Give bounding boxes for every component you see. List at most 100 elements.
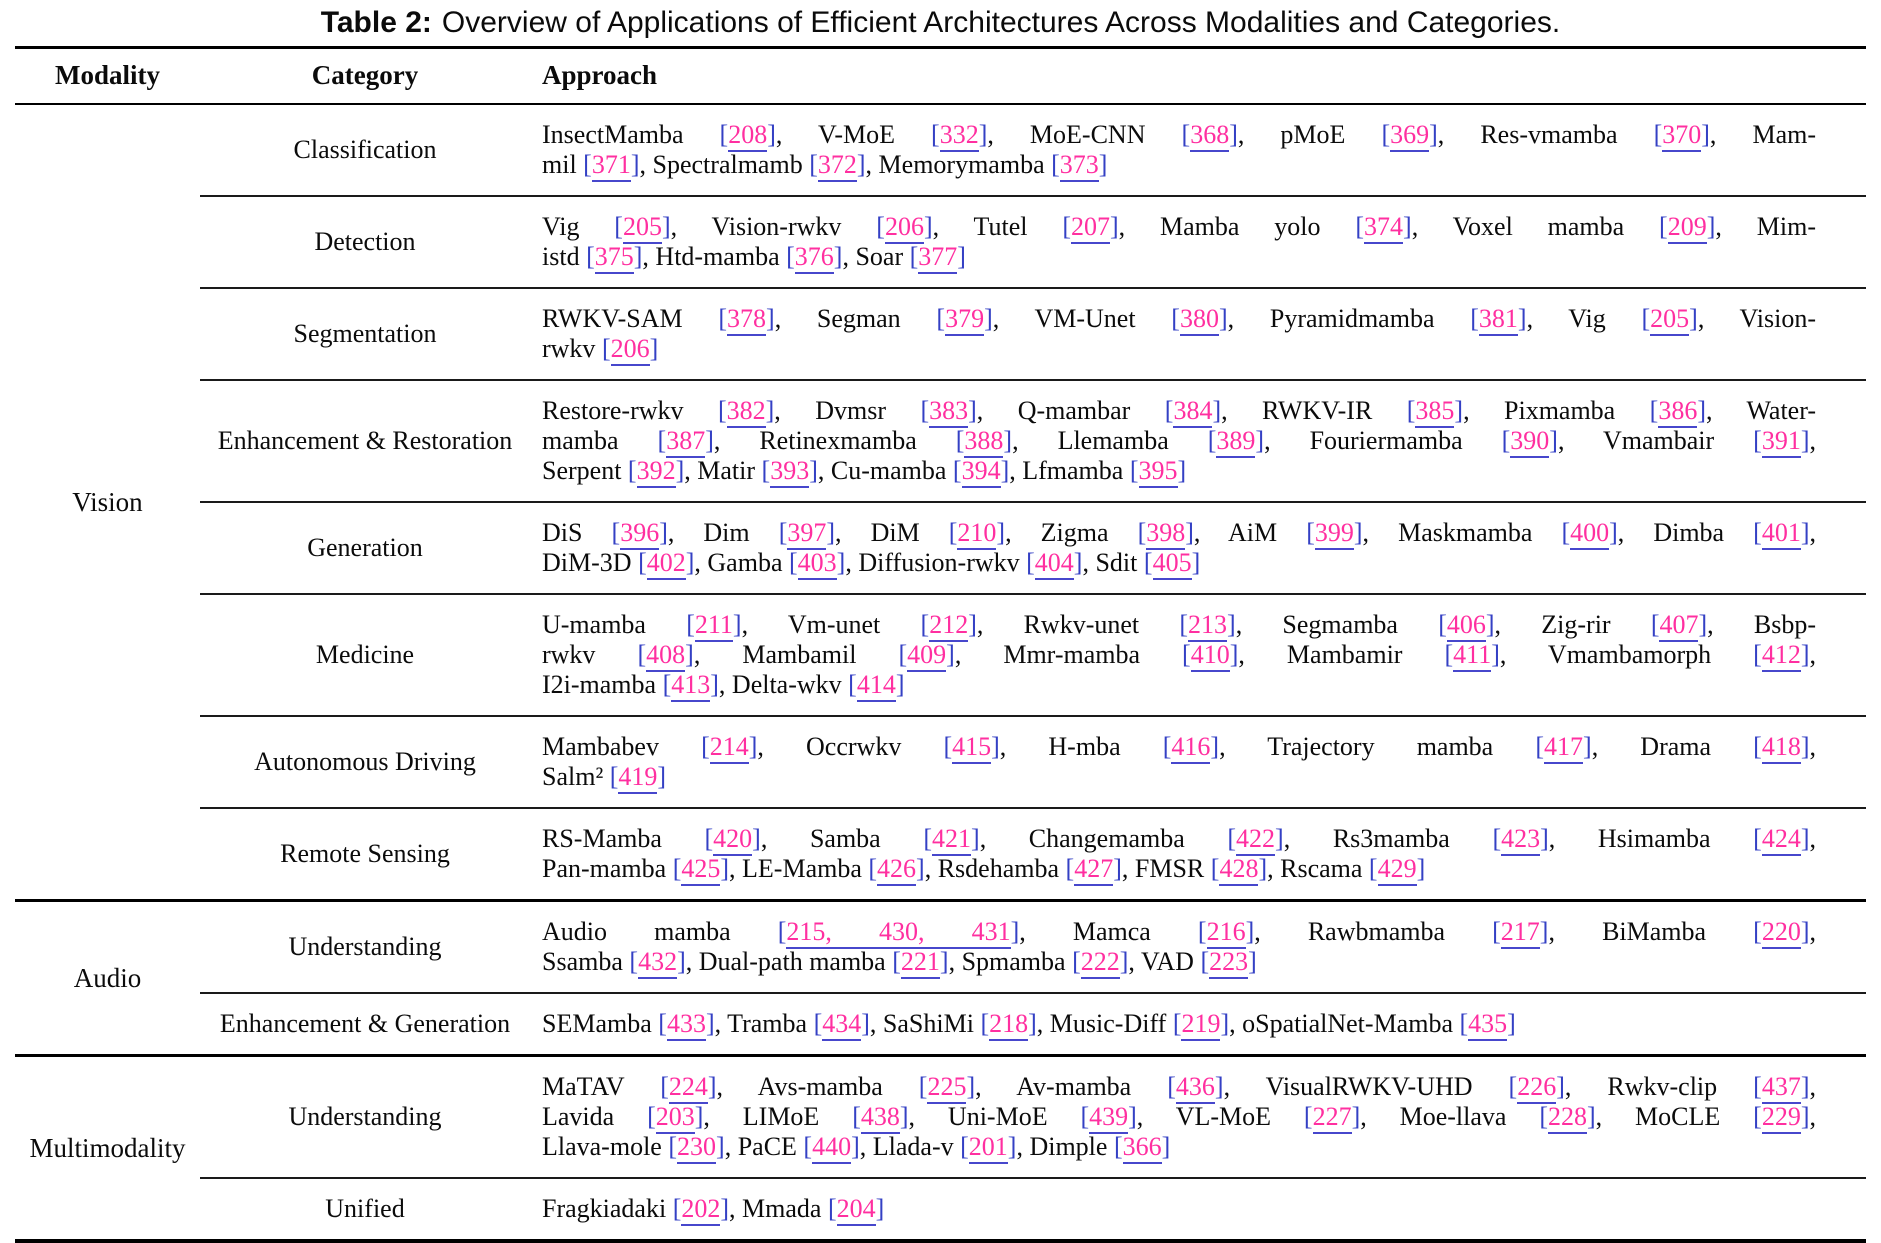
citation-bracket[interactable]: ] xyxy=(833,242,843,271)
citation-number[interactable]: 412 xyxy=(1761,640,1801,672)
citation-bracket[interactable]: [ xyxy=(662,670,672,699)
citation-bracket[interactable]: ] xyxy=(1212,396,1222,425)
citation-bracket[interactable]: ] xyxy=(916,854,925,883)
citation-bracket[interactable]: [ xyxy=(701,732,710,761)
citation-link[interactable]: [206] xyxy=(602,334,658,366)
citation-link[interactable]: [382] xyxy=(718,396,774,428)
citation-bracket[interactable]: [ xyxy=(809,150,818,179)
citation-bracket[interactable]: ] xyxy=(1507,1009,1516,1038)
citation-link[interactable]: [203] xyxy=(647,1102,703,1134)
citation-number[interactable]: 206 xyxy=(610,334,650,366)
citation-number[interactable]: 425 xyxy=(681,854,721,886)
citation-number[interactable]: 439 xyxy=(1089,1102,1129,1134)
citation-bracket[interactable]: [ xyxy=(920,396,930,425)
citation-number[interactable]: 215, 430, 431 xyxy=(786,917,1011,949)
citation-number[interactable]: 414 xyxy=(856,670,896,702)
citation-bracket[interactable]: [ xyxy=(718,304,728,333)
citation-bracket[interactable]: ] xyxy=(966,1072,976,1101)
citation-bracket[interactable]: ] xyxy=(895,670,905,699)
citation-link[interactable]: [383] xyxy=(920,396,977,428)
citation-bracket[interactable]: [ xyxy=(948,518,958,547)
citation-bracket[interactable]: [ xyxy=(1181,120,1191,149)
citation-bracket[interactable]: ] xyxy=(856,150,866,179)
citation-bracket[interactable]: [ xyxy=(777,917,787,946)
citation-bracket[interactable]: ] xyxy=(1454,396,1464,425)
citation-bracket[interactable]: ] xyxy=(1587,1102,1596,1131)
citation-bracket[interactable]: [ xyxy=(1535,732,1545,761)
citation-bracket[interactable]: ] xyxy=(1258,854,1268,883)
citation-link[interactable]: [209] xyxy=(1659,212,1715,244)
citation-number[interactable]: 381 xyxy=(1478,304,1518,336)
citation-bracket[interactable]: [ xyxy=(1492,824,1502,853)
citation-number[interactable]: 428 xyxy=(1219,854,1259,886)
citation-bracket[interactable]: [ xyxy=(892,947,901,976)
citation-link[interactable]: [226] xyxy=(1509,1072,1565,1104)
citation-number[interactable]: 220 xyxy=(1761,917,1801,949)
citation-number[interactable]: 332 xyxy=(939,120,979,152)
citation-number[interactable]: 384 xyxy=(1173,396,1213,428)
citation-number[interactable]: 396 xyxy=(620,518,660,550)
citation-link[interactable]: [207] xyxy=(1062,212,1119,244)
citation-link[interactable]: [211] xyxy=(686,610,742,642)
citation-link[interactable]: [412] xyxy=(1753,640,1810,672)
citation-link[interactable]: [201] xyxy=(960,1132,1016,1164)
citation-bracket[interactable]: ] xyxy=(1220,1009,1230,1038)
citation-number[interactable]: 395 xyxy=(1138,456,1178,488)
citation-link[interactable]: [202] xyxy=(673,1194,729,1226)
citation-bracket[interactable]: ] xyxy=(748,732,758,761)
citation-bracket[interactable]: [ xyxy=(1753,824,1762,853)
citation-link[interactable]: [387] xyxy=(658,426,714,458)
citation-bracket[interactable]: ] xyxy=(685,640,694,669)
citation-bracket[interactable]: [ xyxy=(1207,426,1217,455)
citation-number[interactable]: 378 xyxy=(727,304,767,336)
citation-link[interactable]: [378] xyxy=(718,304,775,336)
citation-number[interactable]: 423 xyxy=(1501,824,1541,856)
citation-bracket[interactable]: [ xyxy=(1355,212,1365,241)
citation-link[interactable]: [435] xyxy=(1460,1009,1516,1041)
citation-number[interactable]: 376 xyxy=(794,242,834,274)
citation-bracket[interactable]: ] xyxy=(1113,854,1122,883)
citation-bracket[interactable]: [ xyxy=(789,548,798,577)
citation-bracket[interactable]: ] xyxy=(996,518,1006,547)
citation-number[interactable]: 372 xyxy=(817,150,857,182)
citation-link[interactable]: [437] xyxy=(1753,1072,1810,1104)
citation-bracket[interactable]: [ xyxy=(1167,1072,1176,1101)
citation-link[interactable]: [214] xyxy=(701,732,757,764)
citation-number[interactable]: 403 xyxy=(797,548,837,580)
citation-bracket[interactable]: [ xyxy=(1162,732,1172,761)
citation-bracket[interactable]: [ xyxy=(1137,518,1147,547)
citation-bracket[interactable]: [ xyxy=(1659,212,1668,241)
citation-number[interactable]: 216 xyxy=(1206,917,1246,949)
citation-bracket[interactable]: [ xyxy=(1072,947,1081,976)
citation-bracket[interactable]: [ xyxy=(1210,854,1220,883)
citation-bracket[interactable]: ] xyxy=(946,640,955,669)
citation-bracket[interactable]: ] xyxy=(984,304,993,333)
citation-link[interactable]: [428] xyxy=(1211,854,1267,886)
citation-link[interactable]: [205] xyxy=(1641,304,1698,336)
citation-number[interactable]: 419 xyxy=(618,762,658,794)
citation-bracket[interactable]: ] xyxy=(1800,824,1810,853)
citation-bracket[interactable]: [ xyxy=(668,1132,678,1161)
citation-link[interactable]: [217] xyxy=(1492,917,1548,949)
citation-number[interactable]: 201 xyxy=(968,1132,1008,1164)
citation-number[interactable]: 418 xyxy=(1761,732,1801,764)
citation-bracket[interactable]: [ xyxy=(660,1072,669,1101)
citation-link[interactable]: [415] xyxy=(943,732,1000,764)
citation-number[interactable]: 410 xyxy=(1190,640,1230,672)
citation-bracket[interactable]: ] xyxy=(851,1132,860,1161)
citation-number[interactable]: 405 xyxy=(1152,548,1192,580)
citation-link[interactable]: [438] xyxy=(852,1102,909,1134)
citation-bracket[interactable]: ] xyxy=(766,304,775,333)
citation-number[interactable]: 379 xyxy=(945,304,985,336)
citation-link[interactable]: [427] xyxy=(1066,854,1122,886)
citation-bracket[interactable]: ] xyxy=(1517,304,1527,333)
citation-number[interactable]: 404 xyxy=(1034,548,1074,580)
citation-bracket[interactable]: [ xyxy=(1143,548,1153,577)
citation-link[interactable]: [373] xyxy=(1051,150,1107,182)
citation-number[interactable]: 369 xyxy=(1390,120,1430,152)
citation-link[interactable]: [210] xyxy=(949,518,1005,550)
citation-link[interactable]: [394] xyxy=(953,456,1009,488)
citation-link[interactable]: [409] xyxy=(898,640,955,672)
citation-bracket[interactable]: ] xyxy=(861,1009,870,1038)
citation-link[interactable]: [422] xyxy=(1227,824,1284,856)
